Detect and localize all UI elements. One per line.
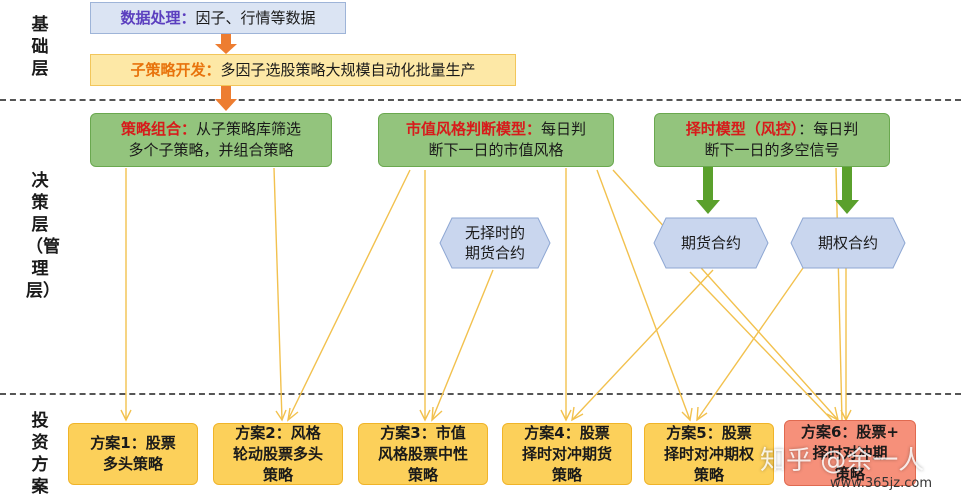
green-arrow-shaft-1 <box>703 166 713 200</box>
orange-arrow-head-1 <box>215 44 237 54</box>
no-timing-line2: 期货合约 <box>464 244 525 262</box>
plan-4-box: 方案4：股票 择时对冲期货 策略 <box>502 423 632 485</box>
plan-5-line1: 方案5：股票 <box>666 423 752 442</box>
style-model-text1: 每日判 <box>541 120 587 138</box>
plan-3-line1: 方案3：市值 <box>380 423 466 442</box>
arrow-futures-plan4 <box>571 269 714 421</box>
strategy-combo-box: 策略组合：从子策略库筛选 多个子策略，并组合策略 <box>90 113 332 167</box>
plan-3-box: 方案3：市值 风格股票中性 策略 <box>358 423 488 485</box>
invest-layer-label: 投资方案 <box>31 411 49 497</box>
plan-2-line2: 轮动股票多头 <box>232 444 323 463</box>
data-processing-text: 因子、行情等数据 <box>195 8 316 27</box>
data-processing-box: 数据处理：因子、行情等数据 <box>90 2 346 34</box>
plan-1-line2: 多头策略 <box>102 455 163 473</box>
plan-5-box: 方案5：股票 择时对冲期权 策略 <box>644 423 774 485</box>
strategy-combo-text2: 多个子策略，并组合策略 <box>128 141 294 159</box>
data-processing-title: 数据处理： <box>120 8 196 27</box>
arrow-options-plan5 <box>696 267 804 421</box>
arrowhead-plan4a <box>560 409 572 422</box>
arrowhead-plan5b <box>696 406 708 422</box>
separator-base-decision <box>0 99 961 101</box>
plan-5-line2: 择时对冲期权 <box>663 444 754 463</box>
decision-layer-label: 决策层（管理层） <box>26 171 60 301</box>
plan-4-line1: 方案4：股票 <box>524 423 610 442</box>
arrow-style-plan2 <box>287 169 411 421</box>
futures-label: 期货合约 <box>680 233 741 252</box>
arrowhead-plan1 <box>120 409 132 422</box>
options-label: 期权合约 <box>817 233 878 252</box>
no-timing-futures-hexagon <box>439 217 551 269</box>
orange-arrow-head-2 <box>215 99 237 111</box>
plan-1-line1: 方案1：股票 <box>90 434 176 452</box>
arrowhead-plan4b <box>571 406 584 422</box>
green-arrow-head-2 <box>835 200 859 214</box>
base-layer-label: 基础层 <box>31 15 49 79</box>
site-watermark: www.365jz.com <box>830 476 932 491</box>
arrow-style-plan6 <box>612 169 839 421</box>
sub-strategy-text: 多因子选股策略大规模自动化批量生产 <box>220 60 476 79</box>
plan-4-line2: 择时对冲期货 <box>521 444 612 463</box>
plan-2-box: 方案2：风格 轮动股票多头 策略 <box>213 423 343 485</box>
arrow-notiming-plan3 <box>431 269 494 421</box>
plan-1-box: 方案1：股票 多头策略 <box>68 423 198 485</box>
green-arrow-shaft-2 <box>842 166 852 200</box>
style-model-title: 市值风格判断模型： <box>405 120 541 138</box>
options-hexagon <box>790 217 906 269</box>
arrowhead-plan2b <box>287 407 299 422</box>
timing-model-title: 择时模型（风控） <box>685 120 799 138</box>
arrowhead-plan3b <box>431 406 443 422</box>
plan-2-line1: 方案2：风格 <box>235 423 321 442</box>
timing-model-text1: ：每日判 <box>798 120 859 138</box>
style-model-text2: 断下一日的市值风格 <box>428 141 564 159</box>
arrow-combo-plan2 <box>273 167 283 421</box>
sub-strategy-title: 子策略开发： <box>130 60 221 79</box>
timing-model-text2: 断下一日的多空信号 <box>704 141 840 159</box>
arrow-timing-plan6 <box>835 167 843 421</box>
green-arrow-head-1 <box>696 200 720 214</box>
plan-4-line3: 策略 <box>551 465 582 484</box>
timing-model-box: 择时模型（风控）：每日判 断下一日的多空信号 <box>654 113 890 167</box>
strategy-combo-title: 策略组合： <box>120 120 196 138</box>
arrowhead-plan2a <box>275 409 287 422</box>
plan-2-line3: 策略 <box>262 465 293 484</box>
zhihu-watermark: 知乎 @余一人 <box>760 446 925 476</box>
plan-6-line2: 择时对冲期 <box>812 443 888 462</box>
orange-arrow-shaft-2 <box>221 85 231 99</box>
orange-arrow-shaft-1 <box>221 34 231 44</box>
plan-6-line1: 方案6：股票+ <box>800 422 899 441</box>
strategy-combo-text1: 从子策略库筛选 <box>196 120 302 138</box>
plan-5-line3: 策略 <box>693 465 724 484</box>
plan-3-line3: 策略 <box>407 465 438 484</box>
plan-6-box: 方案6：股票+ 择时对冲期 策略 <box>784 420 916 486</box>
sub-strategy-box: 子策略开发：多因子选股策略大规模自动化批量生产 <box>90 54 516 86</box>
no-timing-futures-label: 无择时的 期货合约 <box>440 218 550 268</box>
arrowhead-plan3a <box>419 409 431 422</box>
plan-6-line3: 策略 <box>834 464 865 483</box>
separator-decision-invest <box>0 393 961 395</box>
no-timing-line1: 无择时的 <box>464 224 525 242</box>
arrowhead-plan5a <box>681 407 693 422</box>
arrow-style-plan5 <box>596 169 691 421</box>
plan-3-line2: 风格股票中性 <box>377 444 468 463</box>
style-model-box: 市值风格判断模型：每日判 断下一日的市值风格 <box>378 113 614 167</box>
arrow-futures-plan6 <box>689 271 833 421</box>
futures-hexagon <box>653 217 769 269</box>
